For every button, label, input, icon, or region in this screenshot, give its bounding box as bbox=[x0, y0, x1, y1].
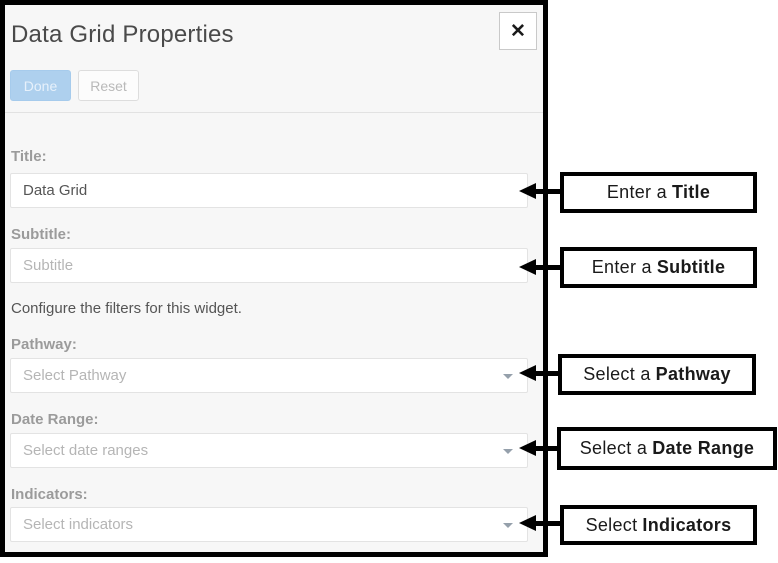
pathway-select-placeholder: Select Pathway bbox=[23, 367, 127, 384]
subtitle-label: Subtitle: bbox=[11, 226, 71, 243]
callout-arrow-line bbox=[534, 446, 558, 451]
callout-text: Select bbox=[585, 514, 638, 535]
left-arrow-icon bbox=[519, 440, 536, 456]
left-arrow-icon bbox=[519, 259, 536, 275]
callout-text: Enter a bbox=[606, 182, 667, 202]
chevron-down-icon bbox=[503, 374, 513, 379]
callout-text-bold: Title bbox=[671, 182, 711, 202]
chevron-down-icon bbox=[503, 449, 513, 454]
date-range-select[interactable]: Select date ranges bbox=[10, 433, 528, 468]
indicators-select[interactable]: Select indicators bbox=[10, 507, 528, 542]
pathway-select[interactable]: Select Pathway bbox=[10, 358, 528, 393]
callout-arrow-line bbox=[534, 265, 561, 270]
chevron-down-icon bbox=[503, 523, 513, 528]
date-range-select-placeholder: Select date ranges bbox=[23, 442, 149, 459]
callout-arrow-line bbox=[534, 371, 559, 376]
subtitle-input[interactable] bbox=[10, 248, 528, 283]
pathway-label: Pathway: bbox=[11, 336, 77, 353]
close-button[interactable]: ✕ bbox=[499, 12, 537, 50]
dialog-title: Data Grid Properties bbox=[11, 21, 234, 48]
callout-text: Select a bbox=[583, 364, 651, 384]
close-icon: ✕ bbox=[510, 20, 526, 42]
indicators-label: Indicators: bbox=[11, 486, 88, 503]
callout-text-bold: Subtitle bbox=[656, 257, 726, 277]
reset-button[interactable]: Reset bbox=[78, 70, 139, 101]
left-arrow-icon bbox=[519, 515, 536, 531]
left-arrow-icon bbox=[519, 183, 536, 199]
callout-text-bold: Date Range bbox=[652, 438, 755, 458]
callout-text-bold: Pathway bbox=[655, 364, 731, 384]
data-grid-properties-dialog: Data Grid Properties ✕ Done Reset Title:… bbox=[0, 0, 548, 557]
date-range-label: Date Range: bbox=[11, 411, 99, 428]
callout-arrow-line bbox=[534, 521, 561, 526]
title-label: Title: bbox=[11, 148, 47, 165]
left-arrow-icon bbox=[519, 365, 536, 381]
title-input[interactable] bbox=[10, 173, 528, 208]
callout-text: Enter a bbox=[591, 257, 652, 277]
callout-text-bold: Indicators bbox=[642, 514, 732, 535]
done-button[interactable]: Done bbox=[10, 70, 71, 101]
callout-arrow-line bbox=[534, 189, 561, 194]
indicators-select-placeholder: Select indicators bbox=[23, 516, 134, 533]
header-divider bbox=[5, 112, 543, 113]
callout-text: Select a bbox=[579, 438, 648, 458]
filters-description: Configure the filters for this widget. bbox=[11, 300, 242, 317]
